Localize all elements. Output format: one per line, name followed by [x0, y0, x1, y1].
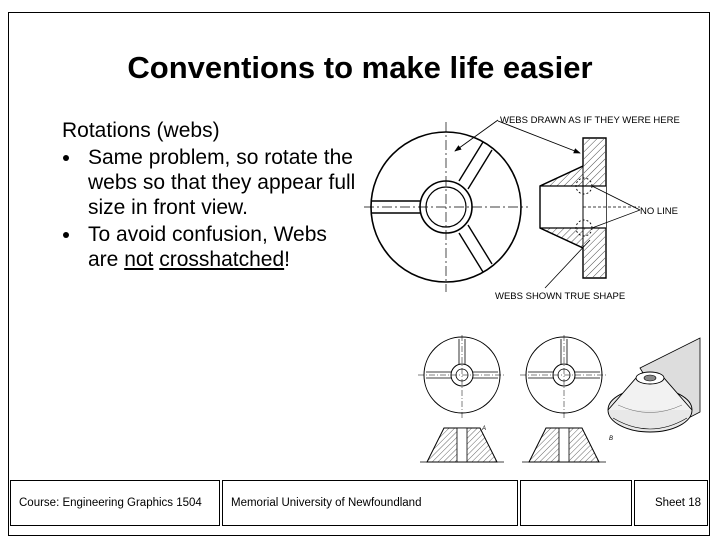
bullet-dot	[63, 155, 69, 161]
pictorial-cone-view	[607, 337, 701, 433]
footer-university: Memorial University of Newfoundland	[231, 497, 422, 509]
bullet-item-1: Same problem, so rotate the webs so that…	[62, 145, 362, 220]
footer-course-box: Course: Engineering Graphics 1504	[10, 480, 220, 526]
footer-university-box: Memorial University of Newfoundland	[222, 480, 518, 526]
bullet-text-2-not: not	[124, 248, 154, 271]
leader-no-line-2	[591, 209, 641, 229]
slide-title: Conventions to make life easier	[127, 50, 593, 85]
small-top-view-a	[418, 335, 506, 418]
bullet-text-1: Same problem, so rotate the webs so that…	[88, 146, 356, 219]
label-b: B	[609, 436, 613, 442]
label-webs-true: WEBS SHOWN TRUE SHAPE	[495, 291, 625, 302]
bullet-text-2-prefix: To avoid confusion, Webs are	[88, 223, 327, 271]
label-webs-drawn: WEBS DRAWN AS IF THEY WERE HERE	[500, 115, 680, 126]
slide-footer: Course: Engineering Graphics 1504 Memori…	[10, 480, 708, 532]
circular-top-view	[364, 122, 528, 292]
small-section-view-b	[522, 427, 606, 463]
leader-webs-drawn	[454, 119, 499, 152]
bullet-text-2-crosshatched: crosshatched	[159, 248, 285, 271]
bullet-item-2: To avoid confusion, Webs are not crossha…	[62, 222, 362, 272]
small-top-view-b	[520, 335, 608, 418]
section-side-view	[539, 137, 640, 279]
footer-course: Course: Engineering Graphics 1504	[19, 497, 202, 509]
label-no-line: NO LINE	[640, 206, 678, 217]
footer-blank	[521, 497, 529, 509]
label-a: A	[481, 426, 486, 432]
leader-webs-drawn-2	[497, 120, 581, 154]
leader-no-line	[591, 185, 641, 211]
bullet-dot	[63, 232, 69, 238]
bullet-text-2-suffix: !	[284, 248, 290, 271]
slide-body: Rotations (webs) Same problem, so rotate…	[62, 118, 362, 274]
slide-frame	[8, 12, 710, 536]
footer-sheet: Sheet 18	[654, 497, 701, 509]
section-heading: Rotations (webs)	[62, 119, 220, 142]
footer-blank-box	[520, 480, 632, 526]
leader-webs-true	[544, 239, 591, 289]
footer-sheet-box: Sheet 18	[634, 480, 708, 526]
small-section-view-a	[420, 427, 504, 463]
